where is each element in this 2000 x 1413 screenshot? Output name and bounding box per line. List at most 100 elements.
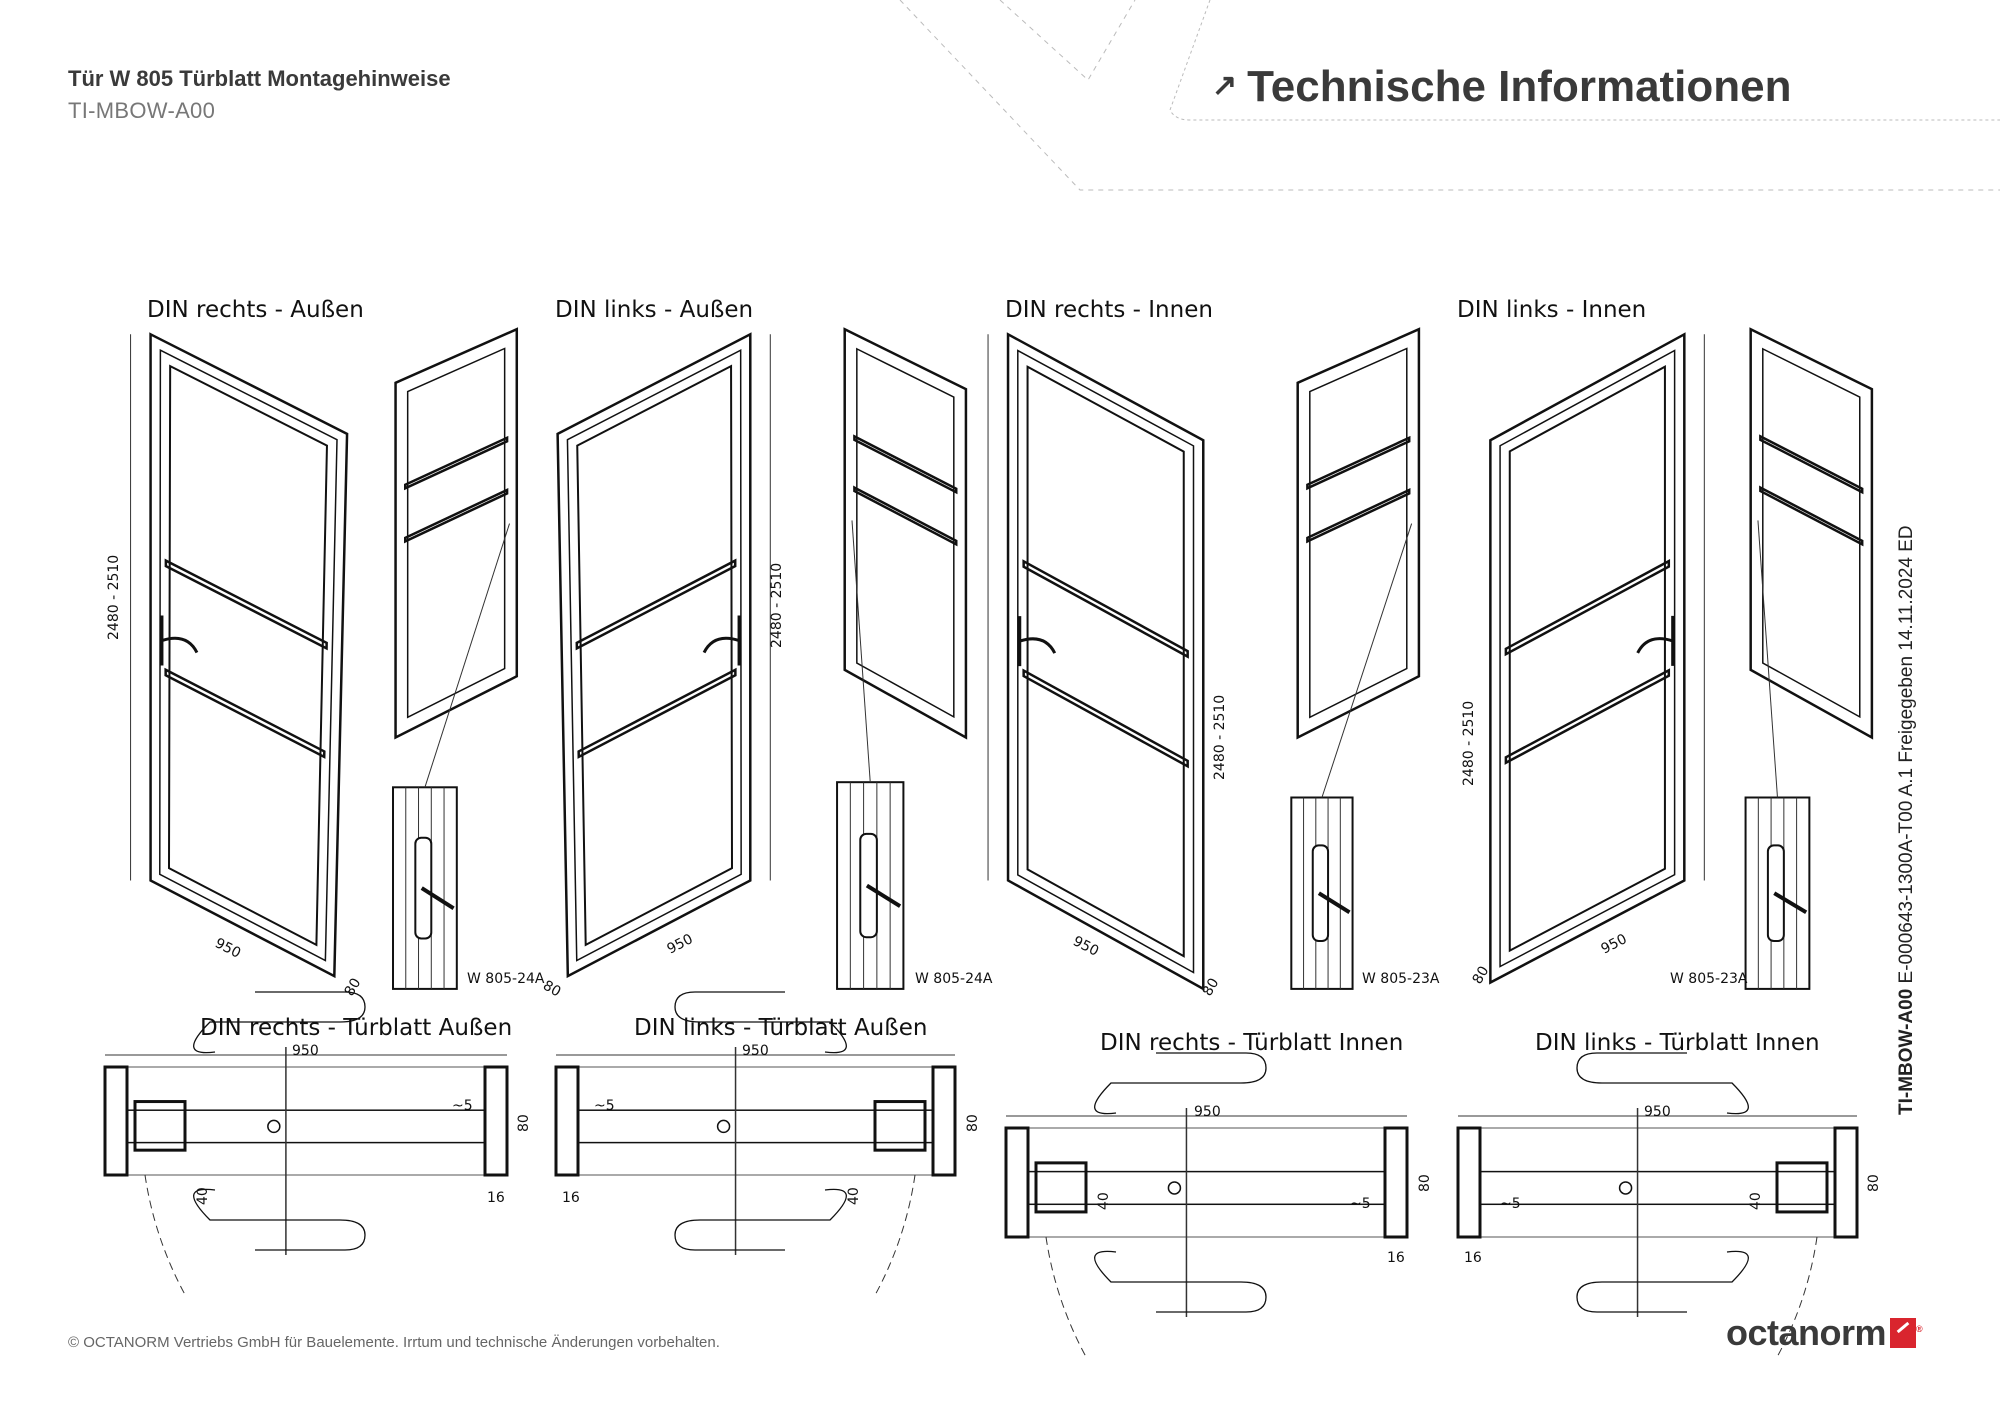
door-frame-inner (1499, 349, 1676, 968)
plan-offset-dim: 40 (1748, 1192, 1764, 1210)
detail-lever-icon (1317, 891, 1351, 915)
height-dimension: 2480 - 2510 (769, 563, 785, 648)
plan-depth-dim: 80 (965, 1114, 981, 1132)
door-transom (575, 558, 737, 651)
door-transom (577, 667, 737, 759)
plan-frame-right (483, 1065, 509, 1177)
octanorm-logo: octanorm® (1726, 1312, 1923, 1354)
small-door-transom (404, 435, 509, 491)
door-view (130, 327, 519, 990)
logo-mark-icon (1890, 1318, 1917, 1348)
small-door-transom (404, 487, 509, 544)
door-frame-inner (1017, 349, 1195, 974)
door-glass-outline (1508, 365, 1666, 953)
view-label: DIN links - Innen (1457, 297, 1646, 323)
width-dimension: 950 (1070, 933, 1101, 959)
plan-gap-dim: ~5 (452, 1098, 473, 1114)
plan-profile-dim: 16 (1387, 1250, 1405, 1266)
plan-label: DIN links - Türblatt Außen (634, 1015, 927, 1041)
revision-code: TI-MBOW-A00 (1896, 988, 1917, 1115)
door-frame-outer (1489, 332, 1686, 985)
detail-leader-line (424, 523, 510, 788)
plan-label: DIN rechts - Türblatt Außen (200, 1015, 512, 1041)
arrow-up-right-icon: ↗ (1212, 69, 1238, 102)
view-label: DIN links - Außen (555, 297, 753, 323)
door-transom (164, 558, 328, 651)
door-transom (1504, 559, 1671, 657)
plan-lock-icon (1034, 1161, 1088, 1214)
door-frame-inner (159, 348, 338, 962)
detail-lever-icon (865, 883, 902, 908)
plan-frame-left (554, 1065, 580, 1177)
width-dimension: 950 (665, 931, 696, 957)
plan-frame-left (1004, 1126, 1030, 1239)
door-swing-arc (1045, 1236, 1087, 1358)
plan-gap-dim: ~5 (1500, 1196, 1521, 1212)
plan-lock-icon (133, 1100, 187, 1152)
plan-frame-left (1456, 1126, 1482, 1239)
plan-handle-outline (1576, 1250, 1749, 1313)
plan-width-dim: 950 (742, 1043, 769, 1059)
view-label: DIN rechts - Außen (147, 297, 364, 323)
small-door-transom (1306, 487, 1411, 544)
plan-outline (104, 1066, 508, 1176)
depth-dimension: 80 (1470, 964, 1493, 987)
footer-copyright: © OCTANORM Vertriebs GmbH für Bauelement… (68, 1334, 720, 1351)
detail-part-label: W 805-24A (467, 971, 545, 987)
depth-dimension: 80 (342, 976, 365, 999)
plan-label: DIN rechts - Türblatt Innen (1100, 1030, 1403, 1056)
small-door-frame (394, 327, 519, 740)
height-dimension: 2480 - 2510 (1212, 695, 1228, 780)
document-title: Tür W 805 Türblatt Montagehinweise (68, 66, 451, 91)
plan-gap-dim: ~5 (594, 1098, 615, 1114)
door-view (1489, 327, 1874, 990)
plan-frame-right (931, 1065, 957, 1177)
plan-offset-dim: 40 (195, 1187, 211, 1205)
door-frame-outer (1006, 332, 1205, 992)
door-frame-outer (149, 332, 349, 979)
plan-hole (1167, 1181, 1182, 1195)
door-glass-outline (167, 364, 328, 947)
plan-view (1004, 1052, 1409, 1358)
plan-outline (555, 1066, 956, 1176)
plan-handle-outline (1576, 1052, 1749, 1115)
height-dimension: 2480 - 2510 (106, 555, 122, 640)
plan-frame-left (103, 1065, 129, 1177)
detail-leader-line (1757, 520, 1778, 798)
door-transom (164, 667, 326, 759)
plan-hole (1618, 1181, 1633, 1195)
door-handle-icon (1018, 616, 1057, 667)
plan-handle-outline (674, 991, 847, 1054)
door-transom (1504, 668, 1671, 765)
plan-handle-outline (1094, 1250, 1267, 1313)
small-door-transom (1759, 485, 1864, 547)
plan-lock-icon (1775, 1161, 1829, 1214)
door-handle-icon (1636, 615, 1675, 666)
height-dimension: 2480 - 2510 (1461, 701, 1477, 786)
plan-door-leaf (1027, 1170, 1386, 1206)
depth-dimension: 80 (540, 978, 563, 1001)
door-glass-outline (576, 364, 734, 947)
header-decoration (899, 0, 2000, 191)
small-door-frame (1749, 327, 1874, 740)
door-frame-outer (556, 332, 752, 979)
plan-offset-dim: 40 (1096, 1192, 1112, 1210)
detail-part-label: W 805-23A (1670, 971, 1748, 987)
plan-frame-right (1833, 1126, 1859, 1239)
plan-handle-outline (1094, 1052, 1267, 1115)
plan-door-leaf (1479, 1170, 1836, 1206)
plan-frame-right (1383, 1126, 1409, 1239)
plan-label: DIN links - Türblatt Innen (1535, 1030, 1820, 1056)
plan-depth-dim: 80 (1417, 1174, 1433, 1192)
detail-part-label: W 805-23A (1362, 971, 1440, 987)
plan-hole (716, 1119, 731, 1134)
plan-handle-outline (674, 1188, 847, 1251)
logo-text: octanorm (1726, 1312, 1887, 1353)
revision-info: TI-MBOW-A00 E-000643-1300A-T00 A.1 Freig… (1896, 525, 1918, 1115)
plan-width-dim: 950 (1644, 1104, 1671, 1120)
plan-door-leaf (126, 1109, 486, 1144)
detail-inset (1744, 796, 1811, 990)
plan-width-dim: 950 (292, 1043, 319, 1059)
depth-dimension: 80 (1200, 976, 1223, 999)
